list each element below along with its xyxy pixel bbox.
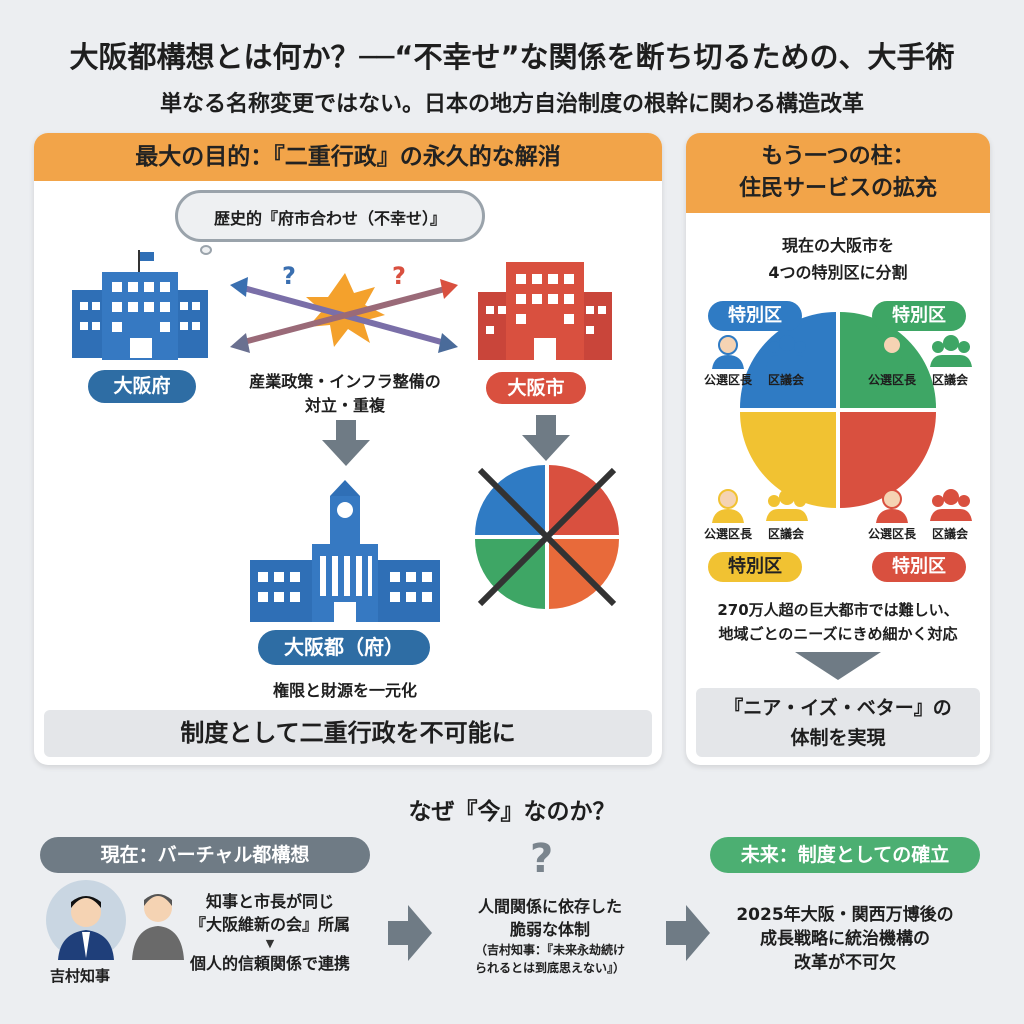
metro-description: 権限と財源を一元化 <box>272 681 417 700</box>
right-arrow-icon <box>666 905 710 961</box>
ward-label-blue: 特別区 <box>708 301 802 331</box>
future-label: 未来：制度としての確立 <box>710 837 980 873</box>
abolished-city-icon <box>475 465 619 609</box>
mayor-icon <box>876 335 908 369</box>
desc-line-1: 270万人超の巨大都市では難しい、 <box>717 601 959 619</box>
mayor-icon <box>712 489 744 523</box>
ward-officials-yellow: 公選区長 区議会 <box>704 487 818 547</box>
right-arrow-icon <box>388 905 432 961</box>
fragile-system-text: 人間関係に依存した脆弱な体制 （吉村知事：『未来永劫続けられるとは到底思えない』… <box>430 895 670 977</box>
intro-line-1: 現在の大阪市を <box>781 236 894 255</box>
future-line-1: 2025年大阪・関西万博後の <box>736 905 954 925</box>
page-subtitle: 単なる名称変更ではない。日本の地方自治制度の根幹に関わる構造改革 <box>159 92 864 117</box>
division-intro: 現在の大阪市を 4つの特別区に分割 <box>686 232 990 286</box>
middle-line-1: 人間関係に依存した <box>477 897 622 916</box>
ward-label-red: 特別区 <box>872 552 966 582</box>
result-line-1: 『ニア・イズ・ベター』の <box>724 697 952 719</box>
header-line-2: 住民サービスの拡充 <box>738 176 937 201</box>
desc-line-2: 地域ごとのニーズにきめ細かく対応 <box>718 625 958 643</box>
result-line-2: 体制を実現 <box>790 727 886 749</box>
ward-pie-chart <box>740 312 936 508</box>
why-now-title: なぜ『今』なのか？ <box>408 799 616 825</box>
metro-government-building-icon <box>250 480 440 622</box>
conflict-line-1: 産業政策・インフラ整備の <box>249 372 441 391</box>
conflict-line-2: 対立・重複 <box>304 396 385 415</box>
mayor-label: 公選区長 <box>704 373 753 387</box>
ward-slice-yellow <box>740 412 836 508</box>
mayor-label: 公選区長 <box>704 527 753 541</box>
resident-service-card: もう一つの柱： 住民サービスの拡充 <box>686 133 990 765</box>
ward-label-green: 特別区 <box>872 301 966 331</box>
prefecture-label: 大阪府 <box>88 370 196 403</box>
resident-service-header: もう一つの柱： 住民サービスの拡充 <box>686 133 990 213</box>
prefecture-building-icon <box>72 250 208 360</box>
middle-line-2: 脆弱な体制 <box>509 920 590 939</box>
down-arrow-icon <box>522 415 570 461</box>
future-line-2: 成長戦略に統治機構の <box>760 929 930 949</box>
ward-officials-green: 公選区長 区議会 <box>868 333 982 393</box>
now-label: 現在：バーチャル都構想 <box>40 837 370 873</box>
ward-officials-red: 公選区長 区議会 <box>868 487 982 547</box>
metro-label: 大阪都（府） <box>258 630 430 665</box>
history-cloud: 歴史的『府市合わせ（不幸せ）』 <box>175 190 485 242</box>
council-label: 区議会 <box>768 527 805 541</box>
council-label: 区議会 <box>932 373 969 387</box>
mayor-label: 公選区長 <box>868 373 917 387</box>
left-conclusion-box: 制度として二重行政を不可能に <box>44 710 652 757</box>
council-icon <box>930 489 972 521</box>
now-text: 知事と市長が同じ『大阪維新の会』所属 ▼ 個人的信頼関係で連携 <box>160 890 380 975</box>
governor-name: 吉村知事 <box>50 967 111 985</box>
future-text: 2025年大阪・関西万博後の成長戦略に統治機構の改革が不可欠 <box>700 903 990 975</box>
now-line-2: 『大阪維新の会』所属 <box>189 915 350 934</box>
quote-line-1: （吉村知事：『未来永劫続け <box>474 943 625 957</box>
now-line-1: 知事と市長が同じ <box>205 892 334 911</box>
down-arrow-icon <box>322 420 370 466</box>
question-mark-blue: ? <box>282 262 296 290</box>
mayor-icon <box>876 489 908 523</box>
down-triangle-icon <box>795 652 881 680</box>
near-is-better-box: 『ニア・イズ・ベター』の体制を実現 <box>696 688 980 757</box>
ward-slice-red <box>840 412 936 508</box>
question-mark-red: ? <box>392 262 406 290</box>
governor-and-mayor-avatars <box>46 880 184 960</box>
avatar-mayor <box>144 894 172 922</box>
quote-line-2: られるとは到底思えない』） <box>474 961 625 975</box>
conflict-text: 産業政策・インフラ整備の対立・重複 <box>225 370 465 418</box>
ward-label-yellow: 特別区 <box>708 552 802 582</box>
main-purpose-header: 最大の目的：『二重行政』の永久的な解消 <box>34 133 662 181</box>
city-building-icon <box>478 262 612 360</box>
future-line-3: 改革が不可欠 <box>794 953 896 973</box>
council-label: 区議会 <box>768 373 805 387</box>
cloud-tail-icon <box>200 245 212 255</box>
mayor-label: 公選区長 <box>868 527 917 541</box>
mayor-icon <box>712 335 744 369</box>
council-icon <box>766 489 808 521</box>
now-line-3: 個人的信頼関係で連携 <box>189 954 350 973</box>
small-down-triangle-icon: ▼ <box>265 937 275 950</box>
council-label: 区議会 <box>932 527 969 541</box>
intro-line-2: 4つの特別区に分割 <box>768 263 908 282</box>
page-title: 大阪都構想とは何か？──“不幸せ”な関係を断ち切るための、大手術 <box>69 40 955 74</box>
question-mark-large: ? <box>530 836 554 882</box>
conflict-arrows-icon <box>230 273 458 353</box>
ward-description: 270万人超の巨大都市では難しい、地域ごとのニーズにきめ細かく対応 <box>686 598 990 646</box>
city-label: 大阪市 <box>486 372 586 404</box>
ward-officials-blue: 公選区長 区議会 <box>704 333 818 393</box>
council-icon <box>930 335 972 367</box>
header-line-1: もう一つの柱： <box>761 144 915 169</box>
council-icon <box>766 335 808 367</box>
